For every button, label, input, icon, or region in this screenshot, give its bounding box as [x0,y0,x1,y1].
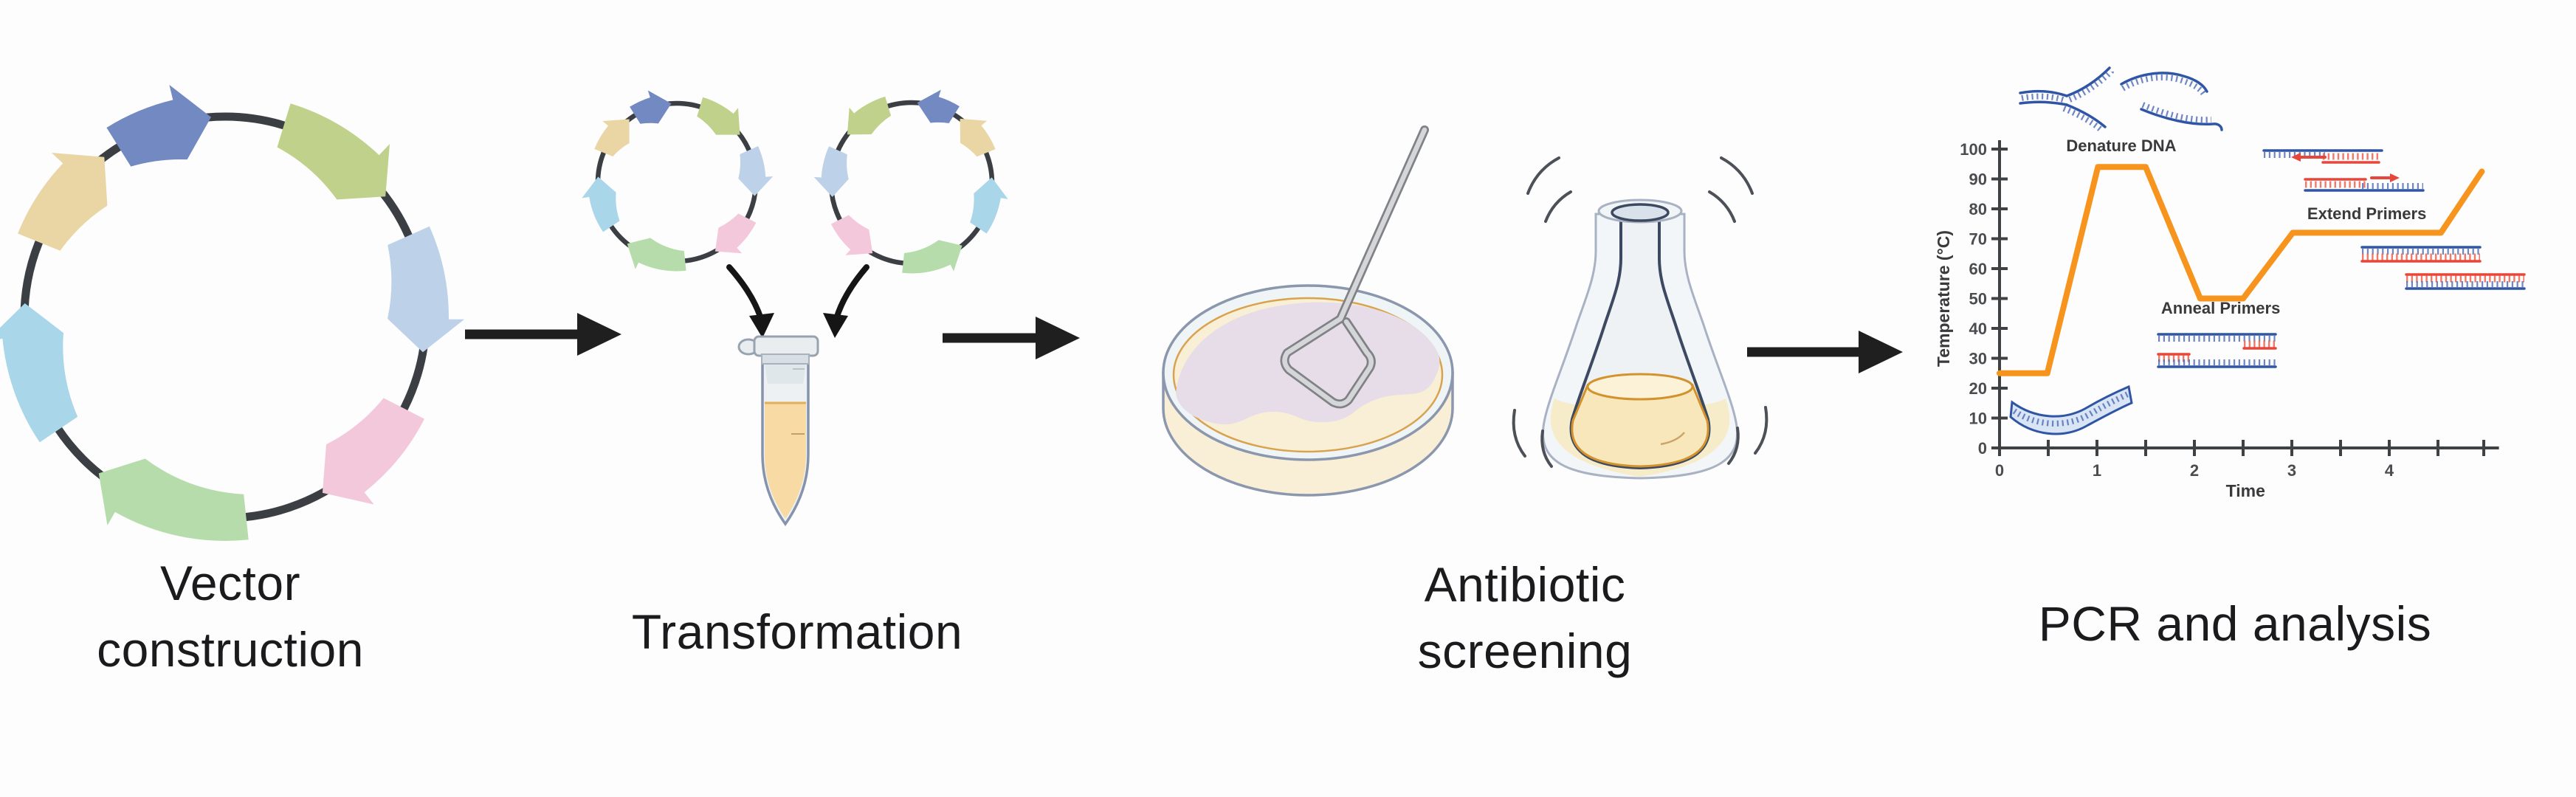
segment-green-arrow [627,238,686,272]
segment-olive-arrow [277,103,390,200]
dna-double-helix-icon [2009,384,2133,435]
step-label-pcr-analysis: PCR and analysis [1940,590,2530,657]
y-axis-title: Temperature (°C) [1934,230,1953,367]
y-tick-label: 0 [1978,439,1987,458]
y-tick-label: 50 [1969,290,1987,308]
transfer-arrow-right-icon [823,264,869,338]
segment-olive-arrow [847,96,892,135]
denaturing-dna-fork-icon [2019,66,2113,134]
chart-annotation: Denature DNA [2066,137,2176,155]
extend-primers-template-1 [2262,149,2383,164]
y-tick-label: 80 [1969,200,1987,218]
petri-dish [1162,284,1454,497]
plasmid-vector [0,85,464,541]
x-tick-label: 1 [2093,461,2101,480]
y-tick-label: 10 [1969,410,1987,428]
y-tick-label: 60 [1969,260,1987,278]
x-tick-label: 0 [1995,461,2004,480]
segment-tan-arrow [960,118,996,157]
x-tick-label: 2 [2190,461,2199,480]
flow-arrow-1-icon [465,313,621,356]
y-tick-label: 100 [1960,140,1987,159]
segment-cyan-arrow [970,177,1008,234]
tube-liquid [765,403,806,519]
y-tick-label: 20 [1969,379,1987,398]
step-label-line: Antibiotic [1424,557,1626,612]
segment-green-arrow [902,240,962,274]
step-label-vector-construction: Vector construction [9,550,452,683]
x-tick-label: 4 [2385,461,2394,480]
segment-cyan-arrow [0,303,78,443]
cell-spreader [1280,125,1429,409]
step-label-line: Vector [159,556,301,610]
step-label-line: screening [1417,624,1633,678]
segment-slate-blue-arrow [630,90,672,124]
shake-motion-lines-icon [1512,156,1769,468]
segment-tan-arrow [18,153,108,251]
step-label-line: construction [97,622,364,677]
step-label-antibiotic-screening: Antibiotic screening [1304,551,1746,684]
y-tick-label: 90 [1969,170,1987,189]
anneal-primers-template-2 [2157,353,2277,368]
microcentrifuge-tube [737,335,819,527]
segment-steel-blue-arrow [738,146,774,196]
step-label-transformation: Transformation [539,598,1055,665]
segment-pink-arrow [830,215,873,255]
erlenmeyer-flask [1542,199,1738,480]
step-label-line: PCR and analysis [2038,596,2432,651]
tube-cap [753,335,819,357]
pcr-product-1 [2360,246,2482,263]
bacterial-spread [1176,302,1440,425]
temperature-profile-line [1997,164,2485,376]
y-tick-label: 70 [1969,230,1987,249]
y-tick-label: 40 [1969,320,1987,338]
extend-primers-template-2 [2304,173,2425,192]
segment-cyan-arrow [582,176,620,232]
segment-tan-arrow [594,119,630,156]
chart-annotation: Anneal Primers [2161,299,2280,317]
transfer-arrow-left-icon [726,264,774,338]
plasmid-small-left [582,90,774,272]
single-strand-top-icon [2120,72,2208,97]
y-tick-label: 30 [1969,350,1987,368]
flow-arrow-2-icon [943,317,1080,359]
plasmid-small-right [813,89,1008,274]
step-label-line: Transformation [631,604,963,659]
segment-olive-arrow [697,97,740,135]
segment-steel-blue-arrow [388,226,464,353]
x-tick-label: 3 [2287,461,2296,480]
chart-annotation: Extend Primers [2307,204,2426,223]
segment-slate-blue-arrow [106,85,211,167]
single-strand-bottom-icon [2140,102,2223,131]
anneal-primers-template-1 [2157,333,2277,350]
segment-pink-arrow [322,398,424,505]
pcr-product-2 [2405,273,2526,290]
x-axis-title: Time [2226,481,2265,500]
segment-steel-blue-arrow [813,146,849,197]
pcr-temperature-chart: 0 10 20 30 40 50 60 70 80 90 100 0 1 2 3 4 Denature DNA A… [1934,137,2499,500]
chart-axes [1991,140,2499,456]
segment-slate-blue-arrow [917,89,960,123]
segment-pink-arrow [714,213,757,254]
flow-arrow-3-icon [1747,331,1903,373]
segment-green-arrow [98,458,249,541]
